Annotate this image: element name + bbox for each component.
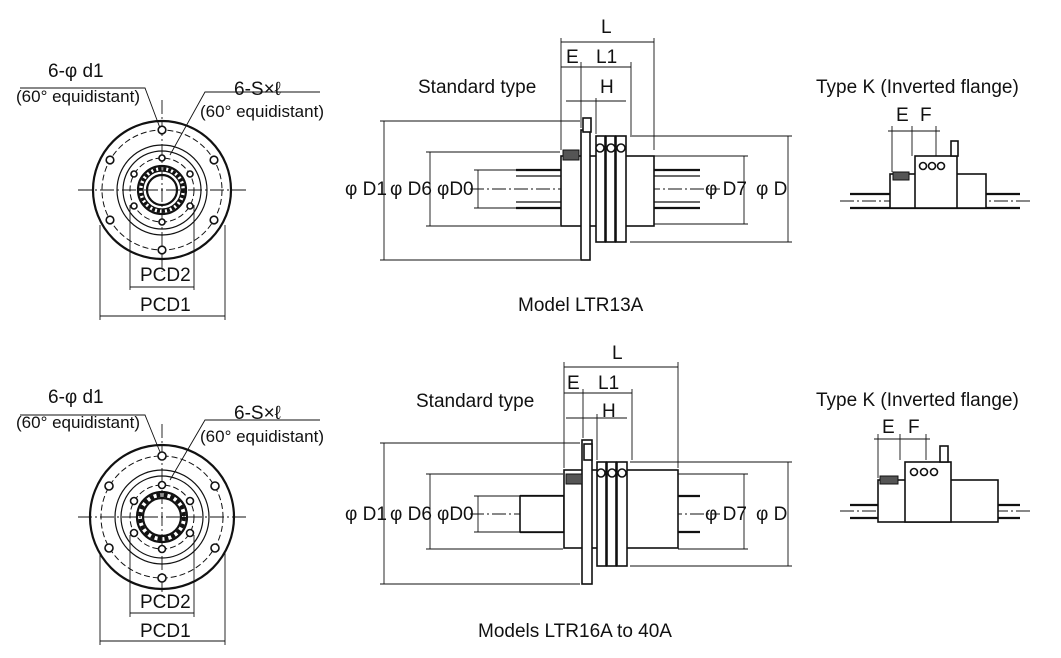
top-hole-label-line2: (60° equidistant) bbox=[16, 87, 140, 106]
top-dim-D7: φ D7 bbox=[705, 179, 747, 200]
bottom-type-k-side-view bbox=[840, 434, 1030, 523]
bottom-standard-type-title: Standard type bbox=[416, 391, 535, 412]
top-dim-D1: φ D1 bbox=[345, 179, 387, 200]
bottom-type-k-dim-E: E bbox=[882, 417, 895, 438]
top-dim-L1: L1 bbox=[596, 47, 618, 68]
bottom-dim-D7: φ D7 bbox=[705, 504, 747, 525]
bottom-dim-D0: φD0 bbox=[437, 504, 474, 525]
bottom-standard-type-side-view bbox=[380, 362, 792, 585]
top-standard-type-side-view bbox=[380, 38, 792, 261]
top-dim-D6: φ D6 bbox=[390, 179, 432, 200]
bottom-dim-D1: φ D1 bbox=[345, 504, 387, 525]
bottom-dim-L1: L1 bbox=[598, 373, 620, 394]
top-dim-E: E bbox=[566, 47, 579, 68]
bottom-pcd2-label: PCD2 bbox=[140, 592, 191, 613]
bottom-tap-label-line1: 6-S×ℓ bbox=[234, 403, 281, 424]
top-standard-type-title: Standard type bbox=[418, 77, 537, 98]
bottom-type-k-dim-F: F bbox=[908, 417, 920, 438]
top-caption: Model LTR13A bbox=[518, 295, 644, 316]
top-type-k-side-view bbox=[840, 126, 1030, 210]
top-hole-label-line1: 6-φ d1 bbox=[48, 61, 104, 82]
top-tap-label-line2: (60° equidistant) bbox=[200, 102, 324, 121]
top-dim-H: H bbox=[600, 77, 614, 98]
bottom-hole-label-line1: 6-φ d1 bbox=[48, 387, 104, 408]
bottom-dim-L: L bbox=[612, 343, 623, 364]
top-dim-L: L bbox=[601, 17, 612, 38]
bottom-flange-front-view bbox=[20, 414, 320, 645]
bottom-dim-D6: φ D6 bbox=[390, 504, 432, 525]
top-type-k-dim-F: F bbox=[920, 105, 932, 126]
top-pcd2-label: PCD2 bbox=[140, 265, 191, 286]
bottom-pcd1-label: PCD1 bbox=[140, 621, 191, 642]
bottom-type-k-title: Type K (Inverted flange) bbox=[816, 390, 1019, 411]
bottom-dim-E: E bbox=[567, 373, 580, 394]
top-tap-label-line1: 6-S×ℓ bbox=[234, 79, 281, 100]
top-dim-D: φ D bbox=[756, 179, 788, 200]
bottom-hole-label-line2: (60° equidistant) bbox=[16, 413, 140, 432]
bottom-dim-D: φ D bbox=[756, 504, 788, 525]
bottom-dim-H: H bbox=[602, 401, 616, 422]
top-type-k-title: Type K (Inverted flange) bbox=[816, 77, 1019, 98]
top-pcd1-label: PCD1 bbox=[140, 295, 191, 316]
bottom-tap-label-line2: (60° equidistant) bbox=[200, 427, 324, 446]
top-type-k-dim-E: E bbox=[896, 105, 909, 126]
top-flange-front-view bbox=[20, 87, 320, 320]
top-dim-D0: φD0 bbox=[437, 179, 474, 200]
bottom-caption: Models LTR16A to 40A bbox=[478, 621, 672, 642]
